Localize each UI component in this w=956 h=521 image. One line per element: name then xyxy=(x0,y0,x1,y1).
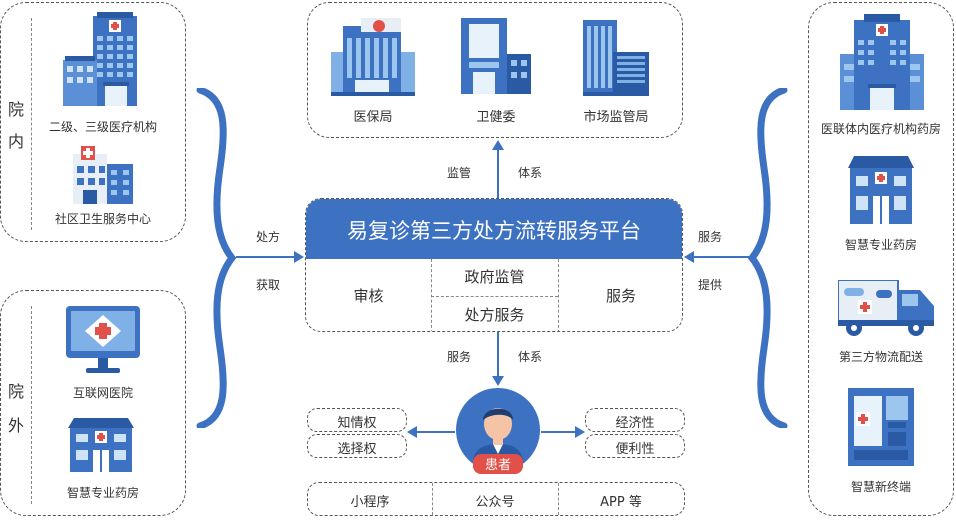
left-brace xyxy=(196,88,236,428)
platform-divider-middle xyxy=(431,296,558,297)
monitor-cross-icon xyxy=(66,306,140,373)
insurance-bureau-label: 医保局 xyxy=(353,110,393,125)
health-commission-label: 卫健委 xyxy=(476,110,516,125)
clinic-icon xyxy=(73,146,133,204)
market-regulation-label: 市场监管局 xyxy=(583,110,649,125)
gov-supervision-cell: 政府监管 xyxy=(464,268,525,286)
official-account-channel: 公众号 xyxy=(475,495,515,510)
right-to-know-pill: 知情权 xyxy=(307,408,407,432)
channels-bar: 小程序 公众号 APP 等 xyxy=(307,482,685,516)
right-to-choose-text: 选择权 xyxy=(337,442,377,457)
arrow-to-patient xyxy=(492,332,504,386)
service-label-right: 服务 xyxy=(698,230,723,244)
in-hospital-label-2: 内 xyxy=(8,132,25,151)
out-hospital-box xyxy=(0,290,186,516)
market-regulation-icon xyxy=(583,20,649,96)
right-to-know-text: 知情权 xyxy=(337,416,377,431)
pharmacy-icon xyxy=(68,418,134,472)
health-commission-icon xyxy=(461,18,531,94)
arrow-from-right xyxy=(684,251,750,263)
right-brace xyxy=(748,88,788,428)
hospital-label: 二级、三级医疗机构 xyxy=(48,120,157,134)
platform-header: 易复诊第三方处方流转服务平台 xyxy=(306,199,682,259)
channels-divider-2 xyxy=(558,483,559,515)
arrow-to-regulators xyxy=(492,140,504,198)
system-label-bottom: 体系 xyxy=(518,350,543,364)
smart-pharmacy-right-label: 智慧专业药房 xyxy=(844,238,917,252)
in-hospital-label-1: 院 xyxy=(8,100,25,119)
out-hospital-label-2: 外 xyxy=(8,416,25,435)
prescription-service-cell: 处方服务 xyxy=(464,306,525,324)
vending-terminal-icon xyxy=(848,388,914,466)
channels-divider-1 xyxy=(432,483,433,515)
out-hospital-divider xyxy=(31,306,32,504)
smart-terminal-label: 智慧新终端 xyxy=(850,480,911,494)
logistics-label: 第三方物流配送 xyxy=(838,350,923,364)
insurance-bureau-icon xyxy=(331,18,415,96)
service-label-bottom: 服务 xyxy=(447,350,472,364)
hospital-building-icon xyxy=(63,12,137,106)
smart-pharmacy-left-label: 智慧专业药房 xyxy=(66,486,139,500)
arrow-to-rights xyxy=(407,426,455,438)
economy-pill: 经济性 xyxy=(585,408,685,432)
pharmacy-icon xyxy=(848,156,914,224)
platform-box: 易复诊第三方处方流转服务平台 审核 政府监管 处方服务 服务 xyxy=(305,198,683,332)
system-label-top: 体系 xyxy=(518,166,543,180)
out-hospital-label-1: 院 xyxy=(8,382,25,401)
convenience-pill: 便利性 xyxy=(585,434,685,458)
platform-title: 易复诊第三方处方流转服务平台 xyxy=(347,219,641,243)
economy-text: 经济性 xyxy=(615,416,655,431)
alliance-hospital-icon xyxy=(840,14,924,110)
platform-divider-left xyxy=(431,259,432,331)
supply-box xyxy=(808,2,954,516)
prescription-label: 处方 xyxy=(256,230,281,244)
right-to-choose-pill: 选择权 xyxy=(307,434,407,458)
regulate-label: 监管 xyxy=(447,166,472,180)
in-hospital-divider xyxy=(31,18,32,230)
regulator-box xyxy=(307,2,683,138)
convenience-text: 便利性 xyxy=(615,442,655,457)
arrow-from-left xyxy=(236,251,304,263)
clinic-label: 社区卫生服务中心 xyxy=(54,212,151,226)
patient-icon: 患者 xyxy=(456,388,540,474)
platform-divider-right xyxy=(558,259,559,331)
audit-cell: 审核 xyxy=(353,287,384,305)
obtain-label: 获取 xyxy=(256,278,281,292)
service-cell: 服务 xyxy=(605,287,636,305)
app-channel: APP 等 xyxy=(600,495,642,510)
alliance-pharmacy-label: 医联体内医疗机构药房 xyxy=(820,122,941,136)
mini-program-channel: 小程序 xyxy=(350,495,390,510)
in-hospital-box xyxy=(0,2,186,242)
internet-hospital-label: 互联网医院 xyxy=(72,386,133,400)
patient-label: 患者 xyxy=(485,458,511,473)
provide-label: 提供 xyxy=(698,278,723,292)
delivery-truck-icon xyxy=(838,280,934,336)
arrow-to-benefits xyxy=(541,426,585,438)
